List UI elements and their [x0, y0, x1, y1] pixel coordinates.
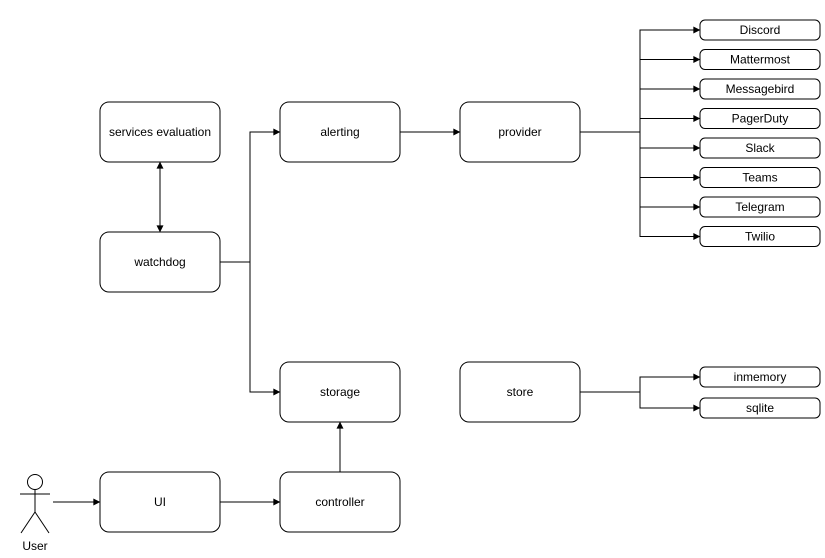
node-label-store: store: [507, 385, 534, 399]
node-mattermost: Mattermost: [699, 49, 821, 70]
edge-store-sqlite: [580, 391, 701, 412]
node-label-teams: Teams: [742, 171, 777, 185]
node-label-ui: UI: [154, 495, 166, 509]
node-alerting: alerting: [279, 101, 401, 163]
node-telegram: Telegram: [699, 196, 821, 218]
node-services-evaluation: services evaluation: [99, 101, 221, 163]
node-label-alerting: alerting: [320, 125, 359, 139]
node-watchdog: watchdog: [99, 231, 221, 293]
edge-watchdog-alerting: [220, 128, 281, 263]
node-label-storage: storage: [320, 385, 360, 399]
user-actor: User: [20, 474, 50, 553]
edge-watchdog-storage: [220, 261, 281, 396]
node-label-controller: controller: [315, 495, 364, 509]
node-label-telegram: Telegram: [735, 200, 784, 214]
node-label-watchdog: watchdog: [133, 255, 185, 269]
node-sqlite: sqlite: [699, 397, 821, 419]
node-messagebird: Messagebird: [699, 78, 821, 100]
user-actor-label: User: [22, 539, 47, 553]
node-label-sqlite: sqlite: [746, 401, 774, 415]
node-ui: UI: [99, 471, 221, 533]
edge-provider-pagerduty: [580, 115, 701, 133]
node-twilio: Twilio: [699, 226, 821, 247]
node-provider: provider: [459, 101, 581, 163]
node-label-pagerduty: PagerDuty: [732, 112, 789, 126]
node-label-slack: Slack: [745, 141, 775, 155]
node-label-inmemory: inmemory: [734, 370, 787, 384]
node-label-provider: provider: [498, 125, 541, 139]
node-label-discord: Discord: [740, 23, 781, 37]
user-actor-left-leg: [20, 511, 36, 534]
node-pagerduty: PagerDuty: [699, 108, 821, 129]
user-actor-head: [27, 474, 43, 490]
user-actor-right-leg: [34, 511, 50, 534]
node-store: store: [459, 361, 581, 423]
edge-provider-twilio: [580, 131, 701, 240]
node-label-twilio: Twilio: [745, 230, 775, 244]
node-label-services-evaluation: services evaluation: [109, 125, 211, 139]
node-label-mattermost: Mattermost: [730, 53, 791, 67]
node-discord: Discord: [699, 19, 821, 41]
edge-store-inmemory: [580, 373, 701, 393]
node-inmemory: inmemory: [699, 366, 821, 388]
node-teams: Teams: [699, 167, 821, 188]
node-slack: Slack: [699, 137, 821, 159]
node-label-messagebird: Messagebird: [726, 82, 795, 96]
node-storage: storage: [279, 361, 401, 423]
node-controller: controller: [279, 471, 401, 533]
